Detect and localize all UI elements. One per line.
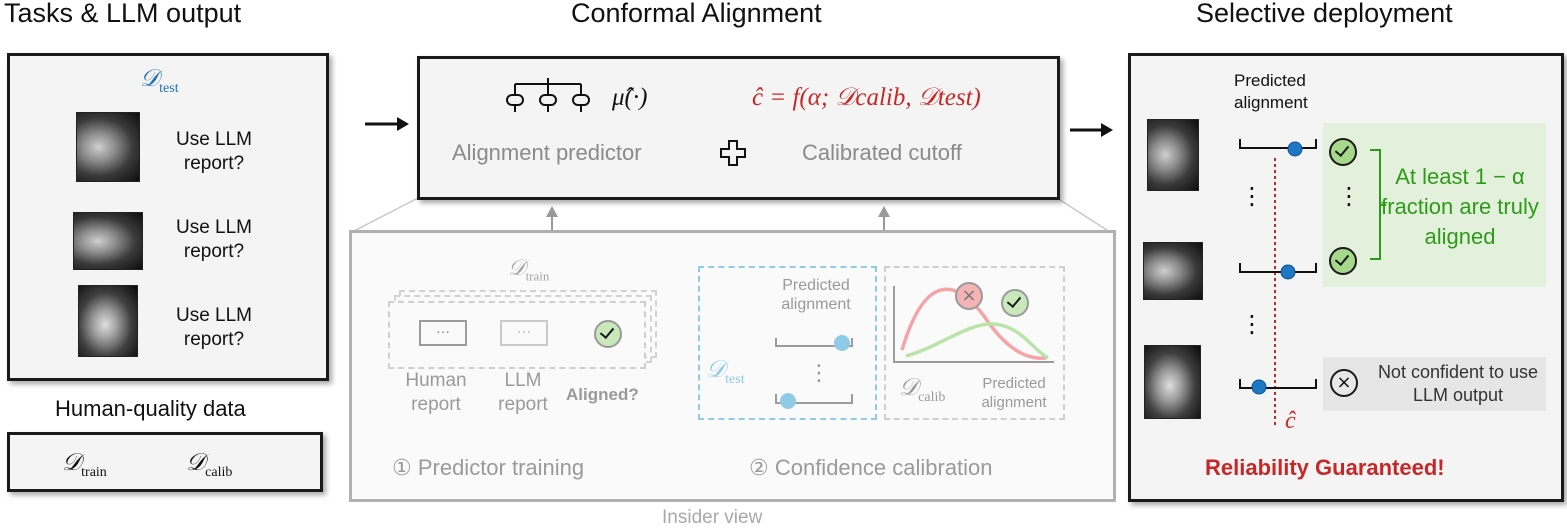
train-set-label: 𝒟train [62,450,107,481]
not-confident-region [1323,357,1546,411]
insider-test-subscript: test [725,371,745,387]
network-icon [506,78,590,112]
insider-test-set-label: 𝒟test [706,357,745,388]
predictor-symbol: μ̂(·) [612,84,648,111]
calib-set-symbol: 𝒟 [186,450,206,476]
aligned-region [1323,123,1546,287]
not-confident-text: Not confident to use LLM output [1377,362,1539,405]
chest-xray-image [73,212,143,270]
not-confident-x-icon: × [1330,369,1358,397]
aligned-curve [905,322,1049,360]
alignment-predictor-label: Alignment predictor [452,140,642,165]
calibrated-cutoff-label: Calibrated cutoff [802,140,962,165]
aligned-check-icon [1001,289,1029,317]
chest-xray-image [78,285,138,357]
deploy-ellipsis-vertical: ⋮ [1240,183,1264,210]
insider-predicted-alignment-label: Predicted alignment [781,277,851,313]
step1-label: ① Predictor training [392,455,585,480]
check-ellipsis-vertical: ⋮ [1337,183,1361,210]
aligned-question-label: Aligned? [566,385,639,404]
use-llm-question: Use LLM report? [175,129,253,174]
test-set-symbol: 𝒟 [140,66,160,92]
insider-calib-symbol: 𝒟 [899,375,919,401]
plus-icon [720,140,746,166]
insider-calib-subscript: calib [918,389,946,405]
not-aligned-x-icon: × [955,282,983,310]
aligned-check-icon [1329,247,1357,275]
aligned-check-icon [1329,138,1357,166]
test-set-box [698,266,877,420]
step2-label: ② Confidence calibration [749,455,993,480]
cutoff-formula: ĉ = f(α; 𝒟calib, 𝒟test) [752,84,981,111]
insider-test-symbol: 𝒟 [706,357,726,383]
guarantee-text: At least 1 − α fraction are truly aligne… [1381,164,1539,249]
train-set-symbol: 𝒟 [62,450,82,476]
human-data-title: Human-quality data [55,396,246,421]
insider-view-caption: Insider view [662,507,763,528]
calibration-box [884,266,1065,420]
not-aligned-curve [900,287,1047,360]
cutoff-symbol: ĉ [1285,408,1296,434]
calib-set-subscript: calib [205,464,233,480]
test-score-axes [775,335,853,409]
test-set-subscript: test [159,80,179,96]
train-set-subscript: train [81,464,107,480]
insider-calib-set-label: 𝒟calib [899,375,945,406]
insider-train-subscript: train [525,268,550,284]
human-report-label: Human report [405,370,467,415]
insider-ellipsis-vertical: ⋮ [808,360,830,385]
chest-xray-image [76,112,140,182]
llm-report-label: LLM report [498,370,548,415]
deploy-ellipsis-vertical: ⋮ [1240,311,1264,338]
calib-predicted-alignment-label: Predicted alignment [981,375,1047,411]
use-llm-question: Use LLM report? [175,217,253,262]
aligned-check-icon [594,320,622,348]
calib-set-label: 𝒟calib [186,450,232,481]
deployment-plot [1239,139,1386,425]
chest-xray-image [1143,242,1203,300]
tasks-section-title: Tasks & LLM output [4,0,242,28]
chest-xray-image [1144,345,1201,419]
deploy-predicted-alignment-label: Predicted alignment [1234,71,1308,112]
llm-report-box: ··· [500,320,548,346]
human-data-panel [7,432,323,492]
use-llm-question: Use LLM report? [175,305,253,350]
calibration-density-plot [893,286,1054,363]
insider-train-set-label: 𝒟train [508,255,549,284]
test-set-label: 𝒟test [140,66,179,97]
tasks-panel [7,53,329,381]
human-report-box: ··· [419,320,467,346]
insider-train-symbol: 𝒟 [508,255,526,280]
deployment-section-title: Selective deployment [1196,0,1453,28]
alignment-section-title: Conformal Alignment [571,0,822,28]
alignment-panel [417,56,1060,200]
chest-xray-image [1147,119,1199,191]
reliability-guaranteed-label: Reliability Guaranteed! [1205,455,1445,480]
